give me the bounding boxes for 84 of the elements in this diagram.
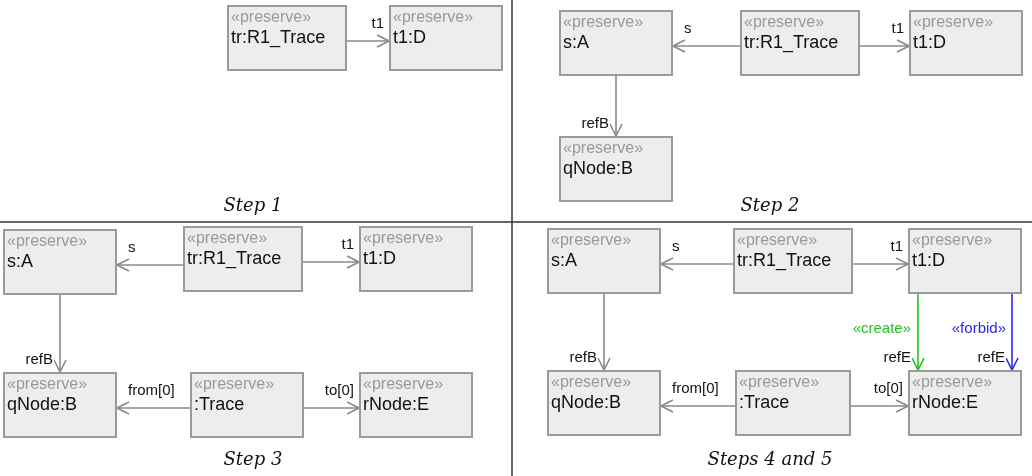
arrow	[597, 293, 611, 371]
stereotype-label: «preserve»	[563, 12, 645, 31]
stereotype-label: «preserve»	[551, 230, 633, 249]
stereotype-label: «forbid»	[951, 319, 1006, 336]
arrow	[911, 293, 925, 371]
object-box	[190, 372, 304, 438]
arrow	[346, 34, 390, 48]
object-box	[547, 228, 661, 294]
stereotype-label: «preserve»	[912, 372, 994, 391]
object-name: tr:R1_Trace	[231, 26, 327, 48]
edge-label: from[0]	[671, 379, 720, 396]
object-box	[908, 228, 1022, 294]
stereotype-label: «preserve»	[363, 374, 445, 393]
arrow	[53, 294, 67, 373]
object-box	[559, 10, 673, 76]
arrow	[850, 399, 909, 413]
stereotype-label: «preserve»	[194, 374, 276, 393]
arrow	[660, 257, 734, 271]
object-name: qNode:B	[551, 391, 623, 413]
object-box	[740, 10, 860, 76]
edge-label: from[0]	[127, 381, 176, 398]
arrow	[116, 258, 184, 272]
arrow	[660, 399, 736, 413]
object-name: rNode:E	[363, 393, 431, 415]
stereotype-label: «preserve»	[737, 230, 819, 249]
object-box	[3, 229, 117, 295]
object-box	[359, 226, 473, 292]
stereotype-label: «preserve»	[912, 230, 994, 249]
stereotype-label: «preserve»	[393, 7, 475, 26]
object-name: tr:R1_Trace	[737, 249, 833, 271]
object-name: qNode:B	[7, 393, 79, 415]
edge-label: refE	[882, 348, 912, 365]
arrow	[672, 39, 741, 53]
panel-caption: Step 3	[223, 448, 283, 469]
object-name: s:A	[563, 31, 590, 53]
object-name: t1:D	[363, 247, 397, 269]
stereotype-label: «preserve»	[551, 372, 633, 391]
edge-label: refB	[580, 114, 610, 131]
object-name: :Trace	[194, 393, 246, 415]
object-box	[227, 5, 347, 71]
object-name: rNode:E	[912, 391, 980, 413]
stereotype-label: «preserve»	[913, 12, 995, 31]
edge-label: refB	[568, 348, 598, 365]
object-box	[735, 370, 851, 436]
object-box	[909, 10, 1023, 76]
edge-label: to[0]	[872, 379, 904, 396]
object-box	[908, 370, 1022, 436]
object-box	[183, 226, 303, 292]
object-name: :Trace	[739, 391, 791, 413]
object-name: tr:R1_Trace	[187, 247, 283, 269]
object-name: t1:D	[393, 26, 427, 48]
arrow	[852, 257, 909, 271]
stereotype-label: «preserve»	[739, 372, 821, 391]
arrow	[302, 255, 360, 269]
edge-label: to[0]	[323, 381, 355, 398]
object-box	[547, 370, 661, 436]
stereotype-label: «preserve»	[187, 228, 269, 247]
stereotype-label: «preserve»	[231, 7, 313, 26]
stereotype-label: «preserve»	[744, 12, 826, 31]
object-box	[559, 136, 673, 202]
stereotype-label: «preserve»	[563, 138, 645, 157]
object-box	[389, 5, 503, 71]
object-name: s:A	[7, 250, 34, 272]
stereotype-label: «preserve»	[7, 231, 89, 250]
object-box	[3, 372, 117, 438]
arrow	[1005, 293, 1019, 371]
object-name: qNode:B	[563, 157, 635, 179]
arrow	[859, 39, 910, 53]
panel-caption: Step 2	[740, 194, 800, 215]
panel-caption: Steps 4 and 5	[707, 448, 833, 469]
object-name: t1:D	[912, 249, 946, 271]
object-box	[359, 372, 473, 438]
stereotype-label: «preserve»	[7, 374, 89, 393]
arrow	[609, 75, 623, 137]
object-box	[733, 228, 853, 294]
object-name: t1:D	[913, 31, 947, 53]
edge-label: refB	[24, 350, 54, 367]
panel-caption: Step 1	[223, 194, 283, 215]
arrow	[116, 401, 191, 415]
object-name: s:A	[551, 249, 578, 271]
arrow	[303, 401, 360, 415]
object-name: tr:R1_Trace	[744, 31, 840, 53]
edge-label: refE	[976, 348, 1006, 365]
stereotype-label: «preserve»	[363, 228, 445, 247]
